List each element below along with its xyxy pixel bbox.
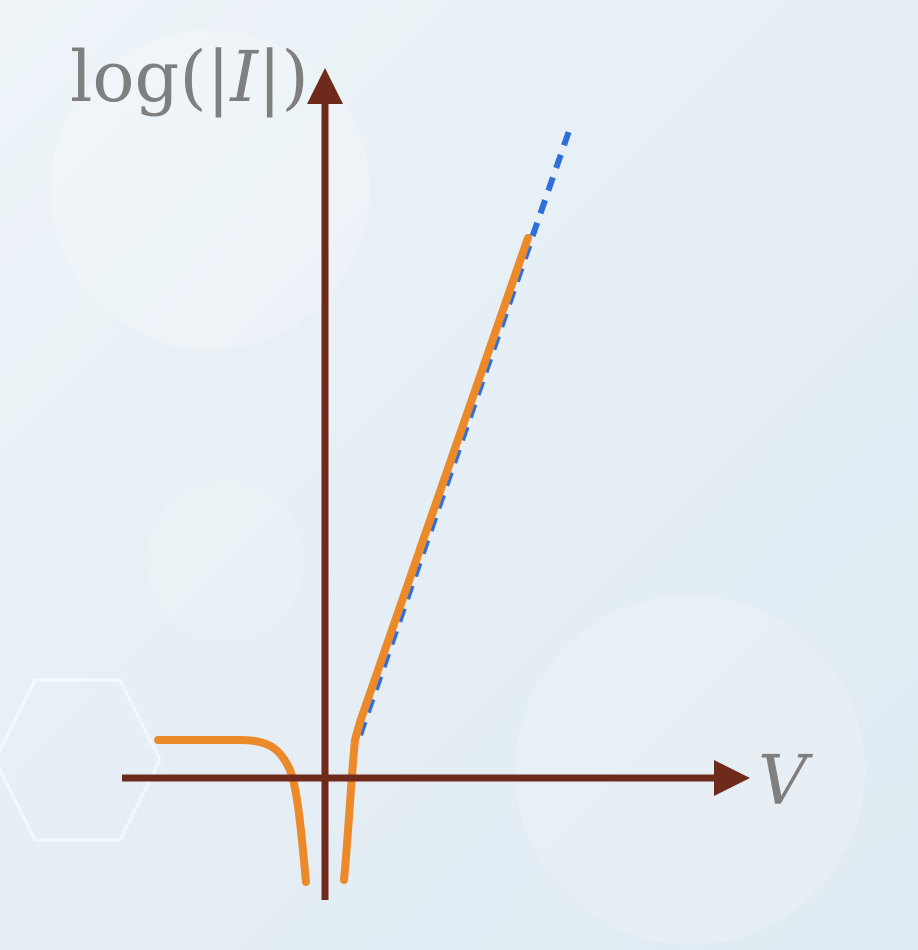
iv-curve-reverse-branch	[154, 736, 310, 886]
background-decorations	[0, 30, 865, 945]
background-bubble	[50, 30, 370, 350]
y-axis-arrowhead	[307, 68, 343, 104]
x-axis-arrowhead	[714, 760, 750, 796]
y-axis-label-suffix: |)	[257, 36, 309, 118]
iv-curve-forward-branch	[340, 234, 532, 884]
background-bubble	[145, 480, 305, 640]
y-axis-label-variable: I	[230, 36, 258, 118]
x-axis-label: V	[758, 742, 808, 821]
background-hexagon	[0, 678, 162, 842]
y-axis-label-prefix: log(|	[70, 36, 231, 118]
y-axis-label: log(|I|)	[70, 42, 309, 112]
background-bubble	[515, 595, 865, 945]
